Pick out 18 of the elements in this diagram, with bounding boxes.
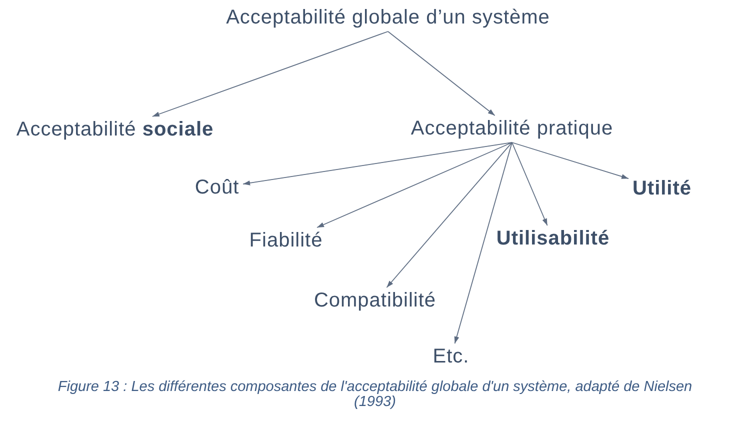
- arrow: [386, 142, 512, 288]
- arrow: [152, 31, 388, 117]
- concept-label: Utilisabilité: [492, 226, 614, 252]
- concept-label: Coût: [190, 174, 244, 202]
- concept-label: Acceptabilité globale d’un système: [222, 4, 554, 32]
- arrow: [454, 142, 512, 344]
- concept-label: Compatibilité: [310, 288, 440, 314]
- concept-label: Etc.: [428, 344, 474, 370]
- arrow: [512, 142, 629, 180]
- concept-label: Fiabilité: [245, 228, 327, 254]
- arrow: [512, 142, 548, 226]
- figure-caption: Figure 13 : Les différentes composantes de l'acceptabilité globale d'un système, adapté de Nielsen (1993): [56, 380, 694, 410]
- arrow: [316, 142, 512, 228]
- arrow: [242, 142, 512, 186]
- concept-label: Utilité: [628, 176, 696, 202]
- arrow: [388, 31, 496, 116]
- concept-label: Acceptabilité pratique: [406, 116, 618, 142]
- concept-label: Acceptabilité sociale: [12, 116, 218, 144]
